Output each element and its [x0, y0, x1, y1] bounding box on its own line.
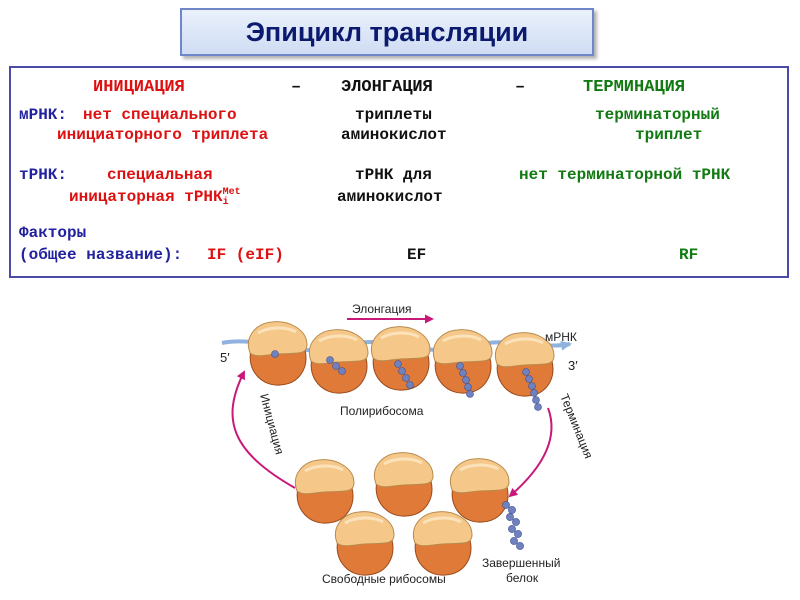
finished-protein-label-line1: Завершенный: [482, 556, 560, 570]
termination-label: Терминация: [557, 392, 596, 461]
factors-label-line1: Факторы: [19, 224, 87, 242]
mrna-initiation-line2: инициаторного триплета: [57, 126, 269, 144]
trna-initiation-text: иницаторная тРНК: [69, 188, 223, 206]
mrna-elongation-line1: триплеты: [355, 106, 432, 124]
free-ribosome-2: [372, 451, 435, 518]
factors-initiation: IF (eIF): [207, 246, 284, 264]
polysome-ribosome-4: [431, 328, 494, 395]
free-ribosome-1: [293, 458, 356, 525]
header-dash-2: –: [515, 78, 526, 97]
factors-elongation: EF: [407, 246, 427, 264]
header-elongation: ЭЛОНГАЦИЯ: [341, 78, 433, 97]
initiation-label: Инициация: [257, 392, 287, 456]
free-ribosome-5: [411, 510, 474, 577]
three-prime-label: 3′: [568, 358, 578, 373]
five-prime-label: 5′: [220, 350, 230, 365]
factors-label-line2: (общее название):: [19, 246, 183, 264]
mrna-initiation-line1: нет специального: [83, 106, 237, 124]
elongation-label: Элонгация: [352, 302, 412, 316]
trna-label: тРНК:: [19, 166, 68, 184]
mrna-termination-line1: терминаторный: [595, 106, 720, 124]
trna-elongation-line2: аминокислот: [337, 188, 443, 206]
mrna-elongation-line2: аминокислот: [341, 126, 447, 144]
translation-stages-table: ИНИЦИАЦИЯ – ЭЛОНГАЦИЯ – ТЕРМИНАЦИЯ мРНК:…: [9, 66, 789, 278]
page-title: Эпицикл трансляции: [245, 16, 529, 47]
header-termination: ТЕРМИНАЦИЯ: [583, 78, 686, 97]
trna-i-subscript: i: [222, 197, 229, 208]
trna-initiation-line1: специальная: [107, 166, 213, 184]
free-ribosome-3: [448, 457, 511, 524]
trna-elongation-line1: тРНК для: [355, 166, 432, 184]
polysome-ribosome-3: [369, 325, 432, 392]
mrna-termination-line2: триплет: [635, 126, 703, 144]
header-dash-1: –: [291, 78, 302, 97]
initiation-arrow: [231, 370, 296, 489]
nascent-peptides: [271, 350, 542, 411]
polysome-label: Полирибосома: [340, 404, 424, 418]
mrna-label: мРНК:: [19, 106, 68, 124]
title-box: Эпицикл трансляции: [180, 8, 594, 56]
finished-protein-label-line2: белок: [506, 571, 539, 585]
termination-arrow: [508, 407, 553, 498]
trna-initiation-line2: иницаторная тРНКMeti: [69, 187, 241, 209]
polysome-ribosome-2: [307, 328, 370, 395]
finished-protein-chain: [502, 501, 524, 550]
free-ribosome-4: [333, 510, 396, 577]
header-initiation: ИНИЦИАЦИЯ: [93, 78, 185, 97]
trna-termination-line1: нет терминаторной тРНК: [519, 166, 731, 184]
mrna-label: мРНК: [545, 330, 577, 344]
factors-termination: RF: [679, 246, 699, 264]
trna-met-superscript: Met: [222, 187, 241, 198]
free-ribosomes-label: Свободные рибосомы: [322, 572, 446, 586]
